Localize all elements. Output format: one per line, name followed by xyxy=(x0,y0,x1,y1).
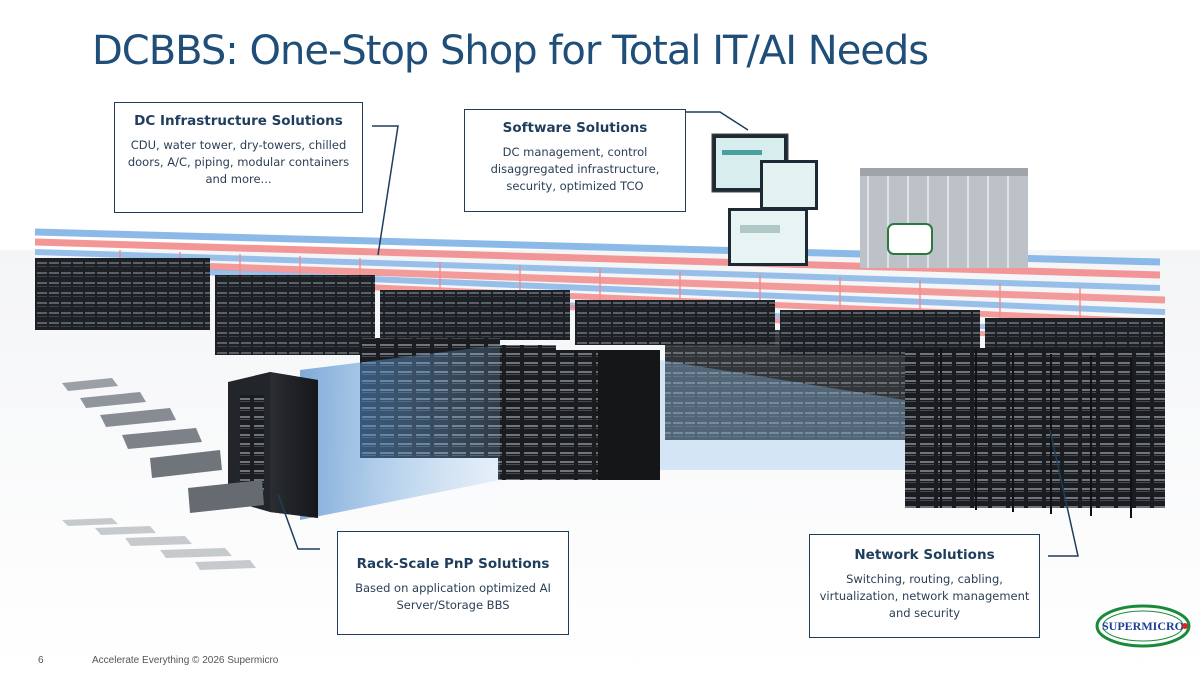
floor-tiles xyxy=(62,518,256,570)
callout-rack-scale: Rack-Scale PnP Solutions Based on applic… xyxy=(337,531,569,635)
callout-software: Software Solutions DC management, contro… xyxy=(464,109,686,212)
callout-body: CDU, water tower, dry-towers, chilled do… xyxy=(127,138,350,186)
footer-text: Accelerate Everything © 2026 Supermicro xyxy=(92,655,279,666)
callout-title: DC Infrastructure Solutions xyxy=(134,113,343,129)
front-rack-row xyxy=(905,348,1165,518)
callout-body: Based on application optimized AI Server… xyxy=(355,581,551,612)
callout-body: DC management, control disaggregated inf… xyxy=(490,145,660,193)
server-chassis-stack xyxy=(62,378,264,513)
monitors xyxy=(711,133,818,266)
callout-title: Rack-Scale PnP Solutions xyxy=(356,556,550,572)
page-number: 6 xyxy=(38,655,44,666)
svg-text:SUPERMICRO: SUPERMICRO xyxy=(1102,619,1184,633)
callout-title: Network Solutions xyxy=(854,547,995,563)
supermicro-logo: SUPERMICRO xyxy=(1095,604,1191,648)
cooling-tower xyxy=(860,168,1028,268)
callout-title: Software Solutions xyxy=(502,120,648,136)
callout-network: Network Solutions Switching, routing, ca… xyxy=(809,534,1040,638)
callout-body: Switching, routing, cabling, virtualizat… xyxy=(819,572,1030,620)
callout-dc-infrastructure: DC Infrastructure Solutions CDU, water t… xyxy=(114,102,363,213)
slide-title: DCBBS: One-Stop Shop for Total IT/AI Nee… xyxy=(92,28,929,74)
